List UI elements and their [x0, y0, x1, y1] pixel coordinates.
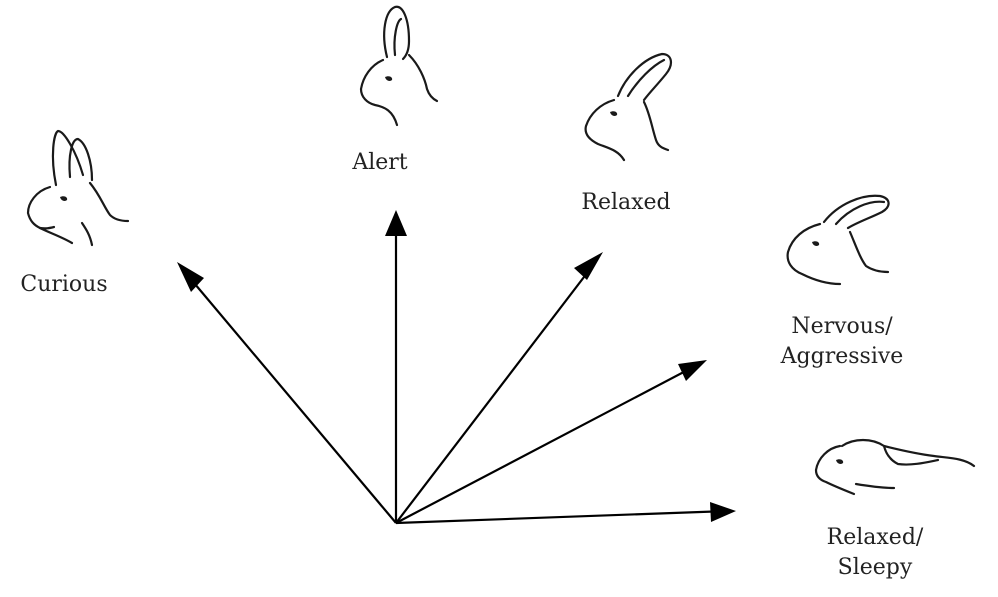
arrow-curious [183, 270, 397, 524]
arrowhead-relaxed-sleepy [710, 502, 736, 522]
arrowhead-nervous-aggressive [678, 360, 707, 381]
rabbit-head-ears-flat-icon [808, 432, 980, 502]
arrowhead-curious [177, 262, 204, 292]
label-alert: Alert [352, 150, 408, 175]
arrowhead-relaxed [574, 252, 603, 280]
arrow-nervous-aggressive [395, 363, 700, 524]
label-curious: Curious [20, 272, 108, 297]
rabbit-head-ears-back-icon [780, 192, 895, 292]
arrowhead-alert [385, 210, 407, 236]
label-relaxed-sleepy: Relaxed/ Sleepy [826, 525, 924, 580]
arrow-relaxed [395, 259, 598, 524]
label-relaxed: Relaxed [581, 190, 671, 215]
label-nervous-aggressive: Nervous/ Aggressive [780, 314, 904, 369]
rabbit-head-ears-straight-up-icon [355, 5, 440, 133]
arrow-relaxed-sleepy [395, 509, 729, 525]
rabbit-head-ears-angled-back-icon [578, 52, 678, 164]
rabbit-head-ears-up-forward-icon [20, 125, 135, 250]
